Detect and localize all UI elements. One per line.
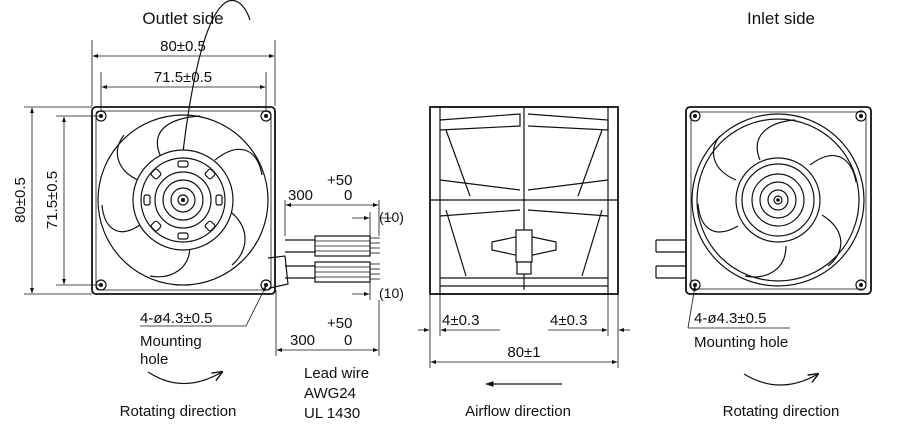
lead-wire-tol-plus-bottom: +50	[327, 315, 352, 332]
inlet-rotation-arrow	[743, 374, 818, 386]
outlet-rotation-arrow	[147, 372, 222, 385]
inlet-rotation-label: Rotating direction	[723, 403, 840, 420]
inlet-mounting-hole-spec: 4-ø4.3±0.5	[694, 310, 766, 327]
lead-wire-group: 300 +50 0 (10) (10) 300 +50 0 Lead wire …	[275, 172, 404, 422]
lead-wire-label: Lead wire	[304, 365, 369, 382]
side-right-flange-label: 4±0.3	[550, 312, 587, 329]
lead-wire-tol-plus-top: +50	[327, 172, 352, 189]
side-left-flange-label: 4±0.3	[442, 312, 479, 329]
outlet-side-view: Outlet side 80±0.5 71.5±0.5 80±0.5 71.5±…	[12, 0, 289, 420]
inlet-frame	[685, 106, 872, 295]
outlet-hole-pitch-width-label: 71.5±0.5	[154, 69, 212, 86]
outlet-side-title: Outlet side	[142, 9, 223, 28]
lead-wire-tol-zero-top: 0	[344, 187, 352, 204]
lead-wire-gauge: AWG24	[304, 385, 356, 402]
inlet-hub	[735, 157, 821, 243]
outlet-rotation-label: Rotating direction	[120, 403, 237, 420]
outlet-impeller	[101, 0, 263, 278]
inlet-side-view: Inlet side	[655, 9, 872, 420]
outlet-mounting-hole-label-2: hole	[140, 351, 168, 368]
lead-wire-length-top: 300	[288, 187, 313, 204]
side-view: 4±0.3 4±0.3 80±1 Airflow direction	[418, 106, 630, 420]
inlet-impeller	[697, 119, 857, 278]
lead-wire-strip-bottom: (10)	[379, 285, 404, 301]
lead-wire-tol-zero-bottom: 0	[344, 332, 352, 349]
airflow-label: Airflow direction	[465, 403, 571, 420]
side-depth-label: 80±1	[507, 344, 540, 361]
outlet-outer-height-label: 80±0.5	[12, 177, 29, 223]
lead-wire-standard: UL 1430	[304, 405, 360, 422]
outlet-mounting-hole-spec: 4-ø4.3±0.5	[140, 310, 212, 327]
inlet-side-title: Inlet side	[747, 9, 815, 28]
inlet-mounting-hole-label: Mounting hole	[694, 334, 788, 351]
outlet-hole-pitch-height-label: 71.5±0.5	[44, 171, 61, 229]
outlet-frame	[91, 106, 276, 295]
outlet-height-dimension: 80±0.5 71.5±0.5	[12, 106, 100, 295]
outlet-width-dimension: 80±0.5 71.5±0.5	[91, 38, 276, 112]
outlet-hub	[132, 149, 234, 251]
outlet-mounting-hole-label-1: Mounting	[140, 333, 202, 350]
lead-wire-strip-top: (10)	[379, 209, 404, 225]
lead-wire-length-bottom: 300	[290, 332, 315, 349]
outlet-outer-width-label: 80±0.5	[160, 38, 206, 55]
